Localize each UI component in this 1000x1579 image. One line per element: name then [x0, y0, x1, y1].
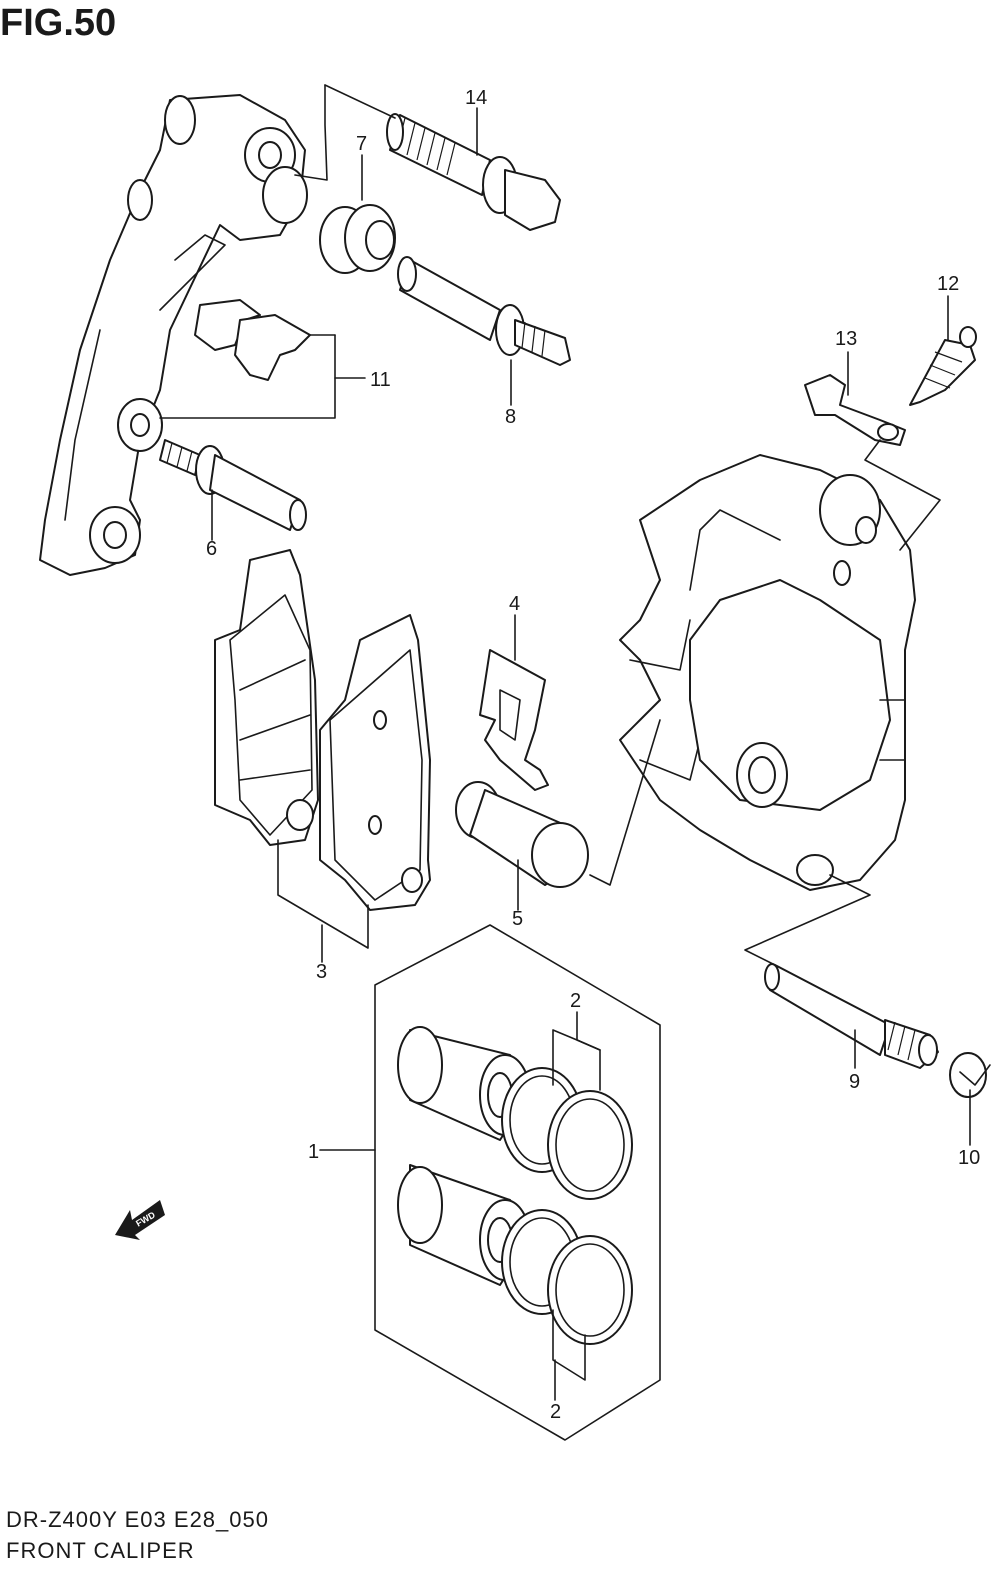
- callout-11: 11: [370, 369, 391, 391]
- slide-pin-5: [455, 781, 589, 888]
- callout-7: 7: [356, 133, 367, 155]
- model-code: DR-Z400Y E03 E28_050: [6, 1507, 269, 1532]
- pin-9: [764, 963, 939, 1069]
- brake-pad-outer: [319, 614, 431, 911]
- bleeder-valve-12: [909, 326, 977, 406]
- brake-pad-inner: [214, 549, 319, 846]
- figure-title: FIG.50: [0, 2, 117, 44]
- piston-set-box: [374, 924, 661, 1441]
- part-name: FRONT CALIPER: [6, 1538, 195, 1563]
- callout-numbers: 1 2 2 3 4 5 6 7 8 9 10 11 12 13 14: [206, 87, 980, 1423]
- callout-8: 8: [505, 406, 516, 428]
- callout-9: 9: [849, 1071, 860, 1093]
- callout-10: 10: [958, 1147, 980, 1169]
- callout-4: 4: [509, 593, 520, 615]
- callout-3: 3: [316, 961, 327, 983]
- piston-seal-lower-b: [547, 1235, 633, 1345]
- pad-shim-clips: [194, 299, 311, 381]
- callout-14: 14: [465, 87, 487, 109]
- bleeder-cap-13: [804, 374, 906, 446]
- pad-spring-4: [479, 649, 549, 791]
- callout-5: 5: [512, 908, 523, 930]
- pin-8: [397, 256, 571, 366]
- callout-12: 12: [937, 273, 959, 295]
- bolt-14: [386, 113, 561, 231]
- piston-seal-upper-b: [547, 1090, 633, 1200]
- caliper-body: [619, 454, 916, 891]
- callout-1: 1: [308, 1141, 319, 1163]
- pin-6: [159, 439, 307, 531]
- callout-13: 13: [835, 328, 857, 350]
- plug-10: [949, 1052, 991, 1098]
- leader-lines: [159, 84, 971, 1401]
- caliper-bracket: [39, 94, 308, 576]
- fwd-arrow-icon: FWD: [115, 1200, 165, 1240]
- callout-2-upper: 2: [570, 990, 581, 1012]
- callout-2-lower: 2: [550, 1401, 561, 1423]
- callout-6: 6: [206, 538, 217, 560]
- boot-7: [319, 204, 396, 274]
